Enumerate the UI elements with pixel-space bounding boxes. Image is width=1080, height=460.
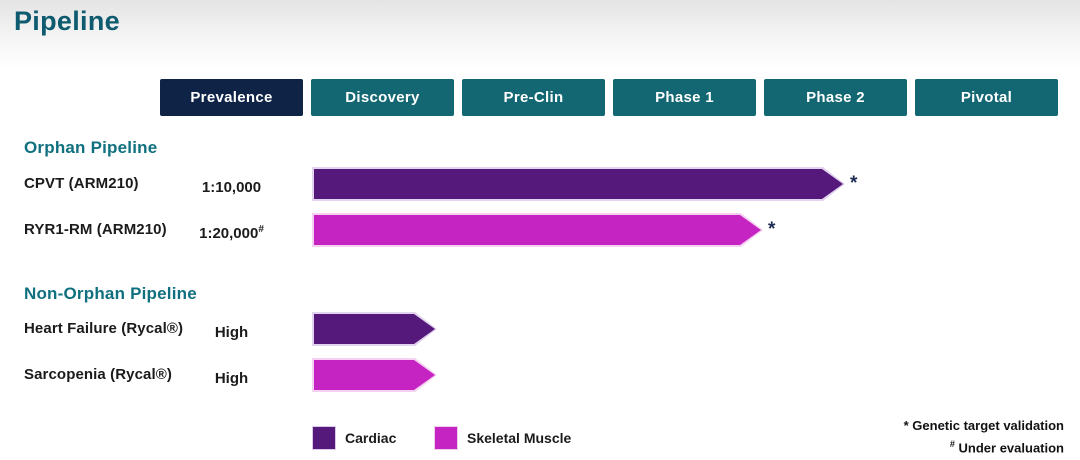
stage-box-phase-1: Phase 1 xyxy=(613,79,756,116)
pipeline-bar-skeletal xyxy=(312,358,437,392)
section-title-orphan: Orphan Pipeline xyxy=(24,138,158,157)
bar-area xyxy=(312,358,442,392)
stage-box-pre-clin: Pre-Clin xyxy=(462,79,605,116)
genetic-validation-asterisk: * xyxy=(850,173,858,194)
bar-fill xyxy=(314,215,761,245)
legend-item-cardiac: Cardiac xyxy=(312,425,396,450)
stage-box-phase-2: Phase 2 xyxy=(764,79,907,116)
pipeline-bar-cardiac xyxy=(312,312,437,346)
prevalence-value: 1:20,000# xyxy=(199,224,264,242)
footnote-under-evaluation: # Under evaluation xyxy=(949,439,1064,456)
program-label: Sarcopenia (Rycal®) xyxy=(24,366,173,383)
legend-label: Skeletal Muscle xyxy=(467,429,572,446)
bar-fill xyxy=(314,314,435,344)
pipeline-row-heart-failure: Heart Failure (Rycal®) High xyxy=(0,312,1080,346)
pipeline-row-cpvt: CPVT (ARM210) 1:10,000 * xyxy=(0,167,1080,201)
program-label: RYR1-RM (ARM210) xyxy=(24,221,167,238)
program-label: Heart Failure (Rycal®) xyxy=(24,320,184,337)
prevalence-value: 1:10,000 xyxy=(201,179,262,196)
cardiac-color-swatch xyxy=(312,425,336,450)
stage-box-discovery: Discovery xyxy=(311,79,454,116)
bar-fill xyxy=(314,169,843,199)
pipeline-bar-cardiac xyxy=(312,167,845,201)
bar-fill xyxy=(314,360,435,390)
prevalence-value: High xyxy=(214,324,249,341)
bar-area: * xyxy=(312,213,775,247)
pipeline-row-sarcopenia: Sarcopenia (Rycal®) High xyxy=(0,358,1080,392)
bar-area xyxy=(312,312,442,346)
legend-label: Cardiac xyxy=(345,429,397,446)
footnotes: * Genetic target validation # Under eval… xyxy=(904,417,1064,457)
stage-box-pivotal: Pivotal xyxy=(915,79,1058,116)
page-title: Pipeline xyxy=(14,6,120,36)
program-label: CPVT (ARM210) xyxy=(24,175,139,192)
pipeline-row-ryr1-rm: RYR1-RM (ARM210) 1:20,000# * xyxy=(0,213,1080,247)
skeletal-muscle-color-swatch xyxy=(434,425,458,450)
prevalence-value: High xyxy=(214,370,249,387)
stage-box-prevalence: Prevalence xyxy=(160,79,303,116)
genetic-validation-asterisk: * xyxy=(768,219,776,240)
section-title-non-orphan: Non-Orphan Pipeline xyxy=(24,284,197,303)
footnote-genetic-validation: * Genetic target validation xyxy=(903,418,1064,433)
pipeline-bar-skeletal xyxy=(312,213,763,247)
bar-area: * xyxy=(312,167,857,201)
legend-item-skeletal-muscle: Skeletal Muscle xyxy=(434,425,571,450)
